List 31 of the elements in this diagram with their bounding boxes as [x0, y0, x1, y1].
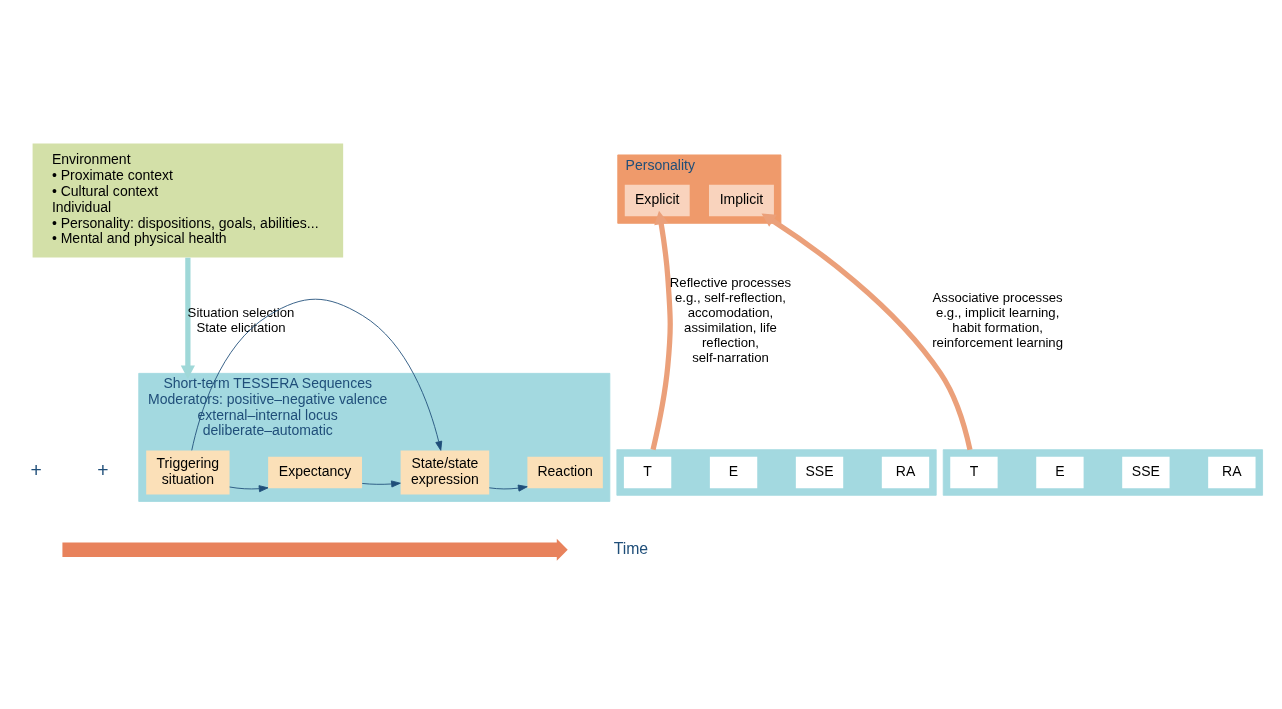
node-arrow [62, 538, 568, 561]
node-box: Expectancy [268, 456, 362, 489]
arrow [229, 485, 269, 493]
node-box: Implicit [709, 184, 774, 217]
cluster [616, 449, 937, 496]
label: + [97, 460, 109, 482]
node-box: Reaction [527, 456, 603, 489]
arrow [180, 257, 195, 379]
node-box: State/state expression [400, 450, 490, 495]
node-box: E [1036, 456, 1084, 489]
node-box: SSE [795, 456, 844, 489]
edge-label: Associative processes e.g., implicit learning, habit formation, reinforcement learning [932, 290, 1063, 351]
arrow [650, 210, 673, 451]
cluster [942, 449, 1263, 496]
node-box: T [623, 456, 672, 489]
node-box: RA [1208, 456, 1256, 489]
node-box: SSE [1122, 456, 1170, 489]
label: + [30, 460, 42, 482]
edge-label: Reflective processes e.g., self-reflection, accomodation, assimilation, life reflection, self-narration [669, 275, 792, 365]
arrow [361, 480, 401, 488]
arrow [191, 298, 443, 451]
node-box: T [950, 456, 998, 489]
node-label: Time [613, 539, 649, 557]
node-box: RA [881, 456, 930, 489]
node-box: E [709, 456, 758, 489]
arrow [488, 484, 528, 492]
node-box: Triggering situation [146, 450, 230, 495]
node-box: Explicit [624, 184, 690, 217]
edge-label: Situation selection State elicitation [187, 305, 295, 336]
node-box: Environment • Proximate context • Cultural context Individual • Personality: dispositions, goals, abilities... • Mental and physical health [32, 143, 344, 258]
arrow [761, 213, 973, 451]
